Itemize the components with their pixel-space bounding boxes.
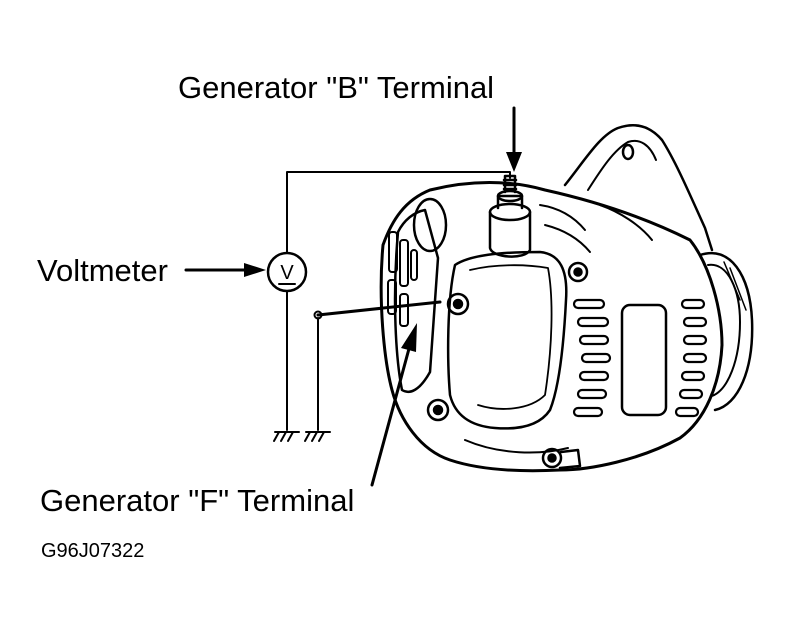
top-fins xyxy=(539,204,653,253)
wiring xyxy=(286,171,511,431)
arrow-b-terminal xyxy=(506,106,522,172)
pulley-groove xyxy=(729,267,747,311)
lower-bolt xyxy=(426,398,450,422)
ground-symbol-left xyxy=(273,431,300,442)
b-terminal-post xyxy=(488,174,532,258)
housing-window xyxy=(620,303,668,417)
wire-voltmeter-to-b-terminal xyxy=(286,171,511,254)
front-vents xyxy=(387,231,418,327)
ground-symbol-right xyxy=(304,431,331,442)
alternator xyxy=(379,124,754,473)
side-bolt xyxy=(567,261,589,283)
front-port xyxy=(412,197,448,253)
voltmeter-circle xyxy=(266,251,308,293)
arrow-f-terminal xyxy=(370,323,417,487)
voltmeter-label: Voltmeter xyxy=(37,253,168,288)
voltmeter-symbol: V xyxy=(280,262,294,284)
mounting-bracket-inner xyxy=(587,140,657,191)
rear-cover xyxy=(446,250,568,430)
voltmeter: V xyxy=(266,251,308,293)
arrow-voltmeter xyxy=(184,263,266,277)
pulley xyxy=(698,251,754,412)
cooling-slots xyxy=(572,298,708,418)
rear-cover-inner xyxy=(469,264,553,410)
mounting-bracket xyxy=(563,124,714,252)
pulley-inner xyxy=(707,263,741,397)
f-terminal-label: Generator "F" Terminal xyxy=(40,483,355,518)
bracket-bolt-hole xyxy=(621,143,635,161)
pulley-groove xyxy=(723,261,741,301)
f-terminal-bolt xyxy=(446,292,470,316)
figure-code: G96J07322 xyxy=(41,540,145,562)
f-terminal-probe xyxy=(316,300,442,317)
bottom-stud xyxy=(541,447,582,470)
b-terminal-label: Generator "B" Terminal xyxy=(178,70,495,105)
housing-rib xyxy=(464,439,569,454)
